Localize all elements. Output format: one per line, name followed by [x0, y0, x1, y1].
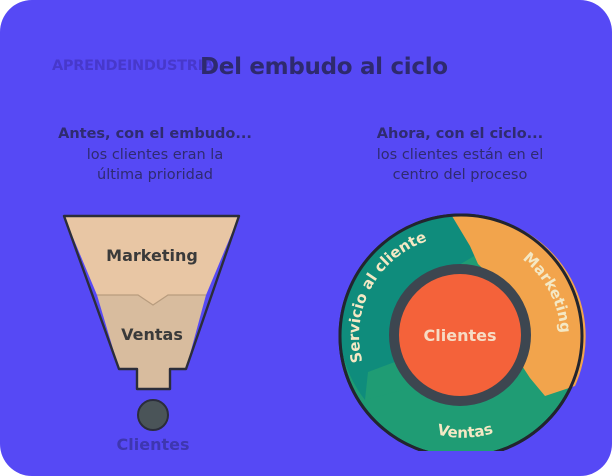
cycle-caption-line: centro del proceso [392, 167, 528, 183]
funnel-caption-line: los clientes eran la [86, 146, 224, 163]
funnel-label-ventas: Ventas [121, 325, 183, 344]
funnel-label-marketing: Marketing [106, 246, 198, 265]
funnel-stage-marketing [64, 216, 239, 305]
cycle-caption-line: los clientes están en el [376, 146, 544, 163]
cycle-caption-lead: Ahora, con el ciclo... [376, 126, 544, 142]
funnel-end-circle [137, 399, 169, 431]
funnel-diagram: Marketing Ventas [62, 214, 241, 431]
watermark: APRENDEINDUSTRIA [52, 58, 214, 74]
funnel-caption-lead: Antes, con el embudo... [58, 126, 252, 142]
funnel-caption-line: última prioridad [97, 167, 213, 183]
cycle-diagram: Clientes Servicio al cliente Marketing V… [338, 213, 586, 451]
cycle-center-label: Clientes [424, 326, 497, 345]
funnel-stage-ventas [97, 295, 206, 389]
cycle-caption: Ahora, con el ciclo... los clientes está… [330, 124, 590, 186]
page-title: Del embudo al ciclo [200, 54, 448, 80]
funnel-end-label: Clientes [116, 435, 190, 452]
cycle-center-ring [389, 264, 531, 406]
funnel-caption: Antes, con el embudo... los clientes era… [30, 124, 280, 186]
cycle-label-ventas: Ventas [436, 419, 495, 441]
